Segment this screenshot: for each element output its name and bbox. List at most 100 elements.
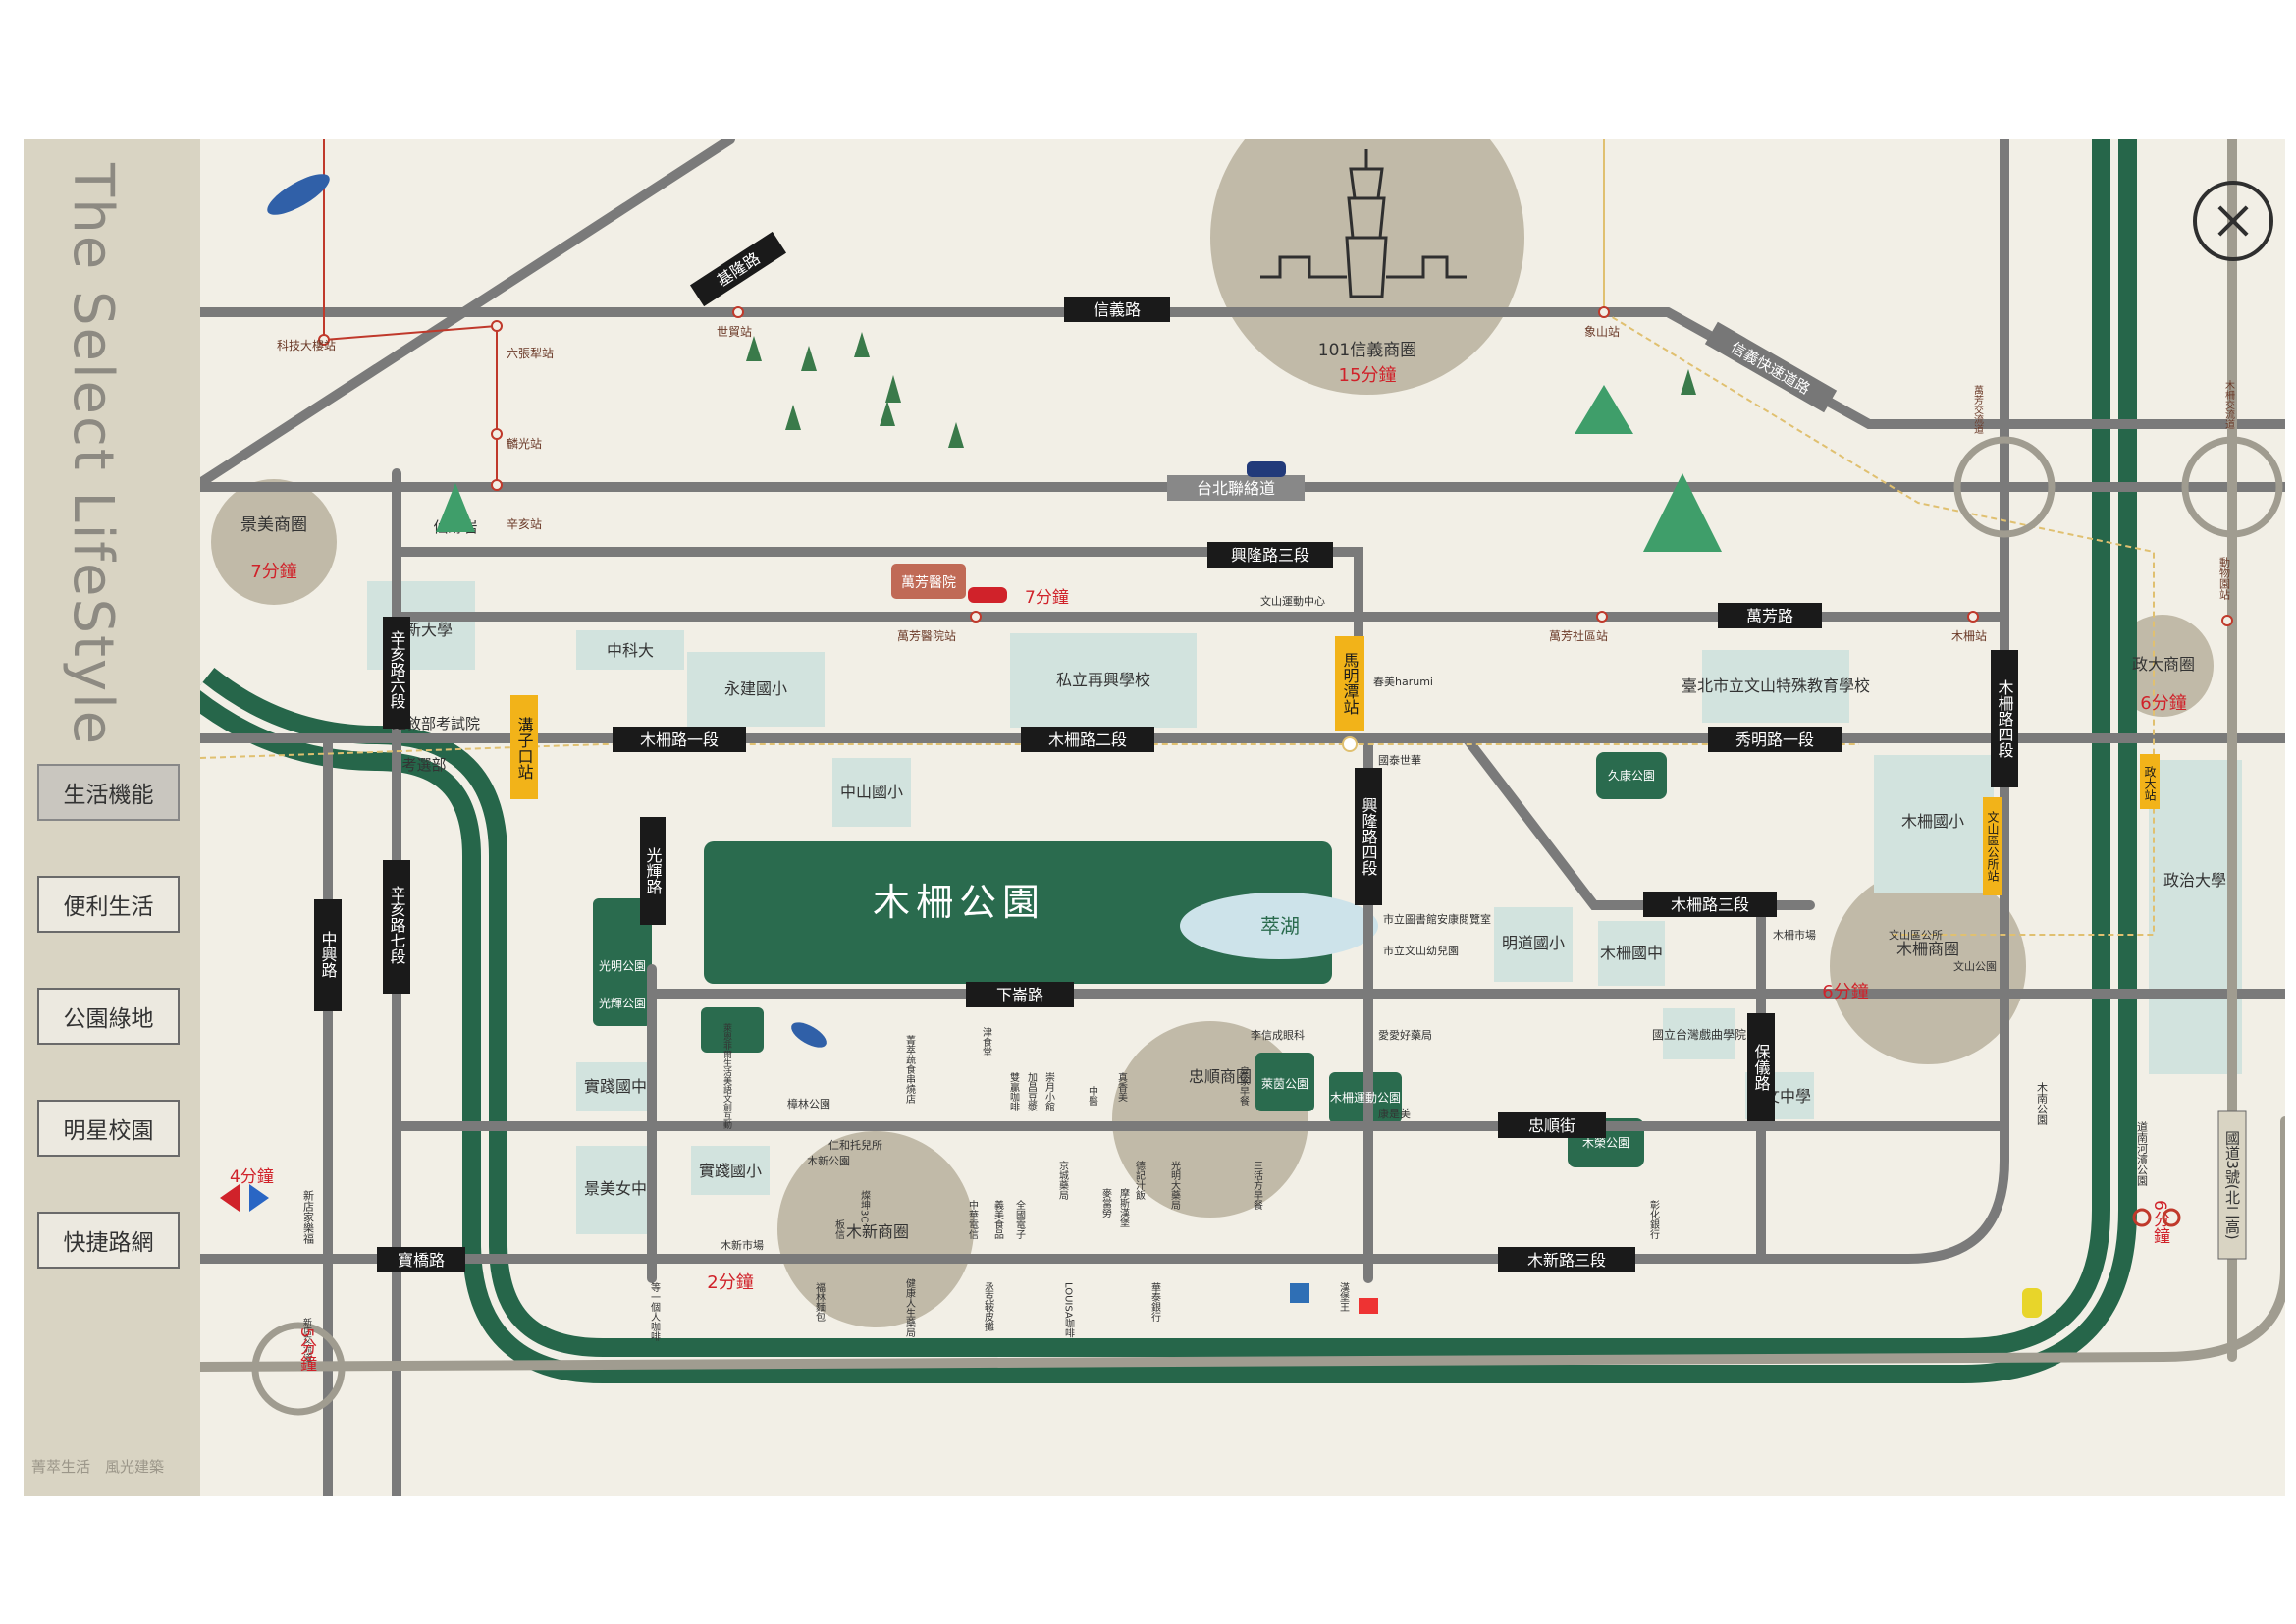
aiyi-label: 愛愛好藥局 [1378, 1028, 1432, 1042]
station-dot [1598, 306, 1610, 318]
shop-label: 真香美 [1116, 1071, 1128, 1103]
bike-time: 6分鐘 [2150, 1200, 2170, 1244]
red-car-icon [968, 587, 1007, 603]
brown-line-muzha [199, 743, 1859, 759]
wanfang-ic-label: 萬芳交流道 [1972, 384, 1984, 434]
menu-item-parks[interactable]: 公園綠地 [37, 988, 180, 1045]
muzha-park-label: 木柵公園 [873, 881, 1045, 924]
shop-label: 彰化銀行 [1648, 1199, 1660, 1240]
xiuming-label: 秀明路一段 [1735, 731, 1814, 749]
menu-item-daily-function[interactable]: 生活機能 [37, 764, 180, 821]
zhengda-time: 6分鐘 [2140, 693, 2186, 714]
family-mart-icon [1290, 1283, 1309, 1303]
muxin-road-line [195, 139, 2009, 1264]
guanghui-park-label: 光輝公園 [599, 997, 646, 1010]
muzha-park-block [704, 841, 1332, 984]
muxin-time: 2分鐘 [707, 1272, 753, 1293]
muzha3-label: 木柵路三段 [1671, 895, 1749, 914]
mountains [436, 385, 1722, 552]
tree-icon [885, 375, 901, 403]
carrefour-time: 4分鐘 [230, 1167, 274, 1187]
menu-item-convenience[interactable]: 便利生活 [37, 876, 180, 933]
menu-item-schools[interactable]: 明星校園 [37, 1100, 180, 1157]
muzha-jh-label: 木柵國中 [1600, 944, 1663, 962]
shop-label: 板信 [833, 1218, 845, 1240]
wenshan-stn-label: 文山區公所站 [1986, 810, 2000, 882]
baoyi-label-bg [1747, 1013, 1775, 1121]
station-dot [2221, 615, 2233, 626]
road-labels: 信義路 台北聯絡道 興隆路三段 萬芳路 木柵路一段 木柵路二段 秀明路一段 木柵… [314, 297, 2247, 1272]
xinhai7-label: 辛亥路七段 [388, 886, 406, 964]
map-area: 101信義商圈 15分鐘 景美商圈 7分鐘 政大商圈 6分鐘 木柵商圈 6分鐘 … [186, 139, 2285, 1496]
guodao-label-bg [2217, 1110, 2247, 1260]
circles [211, 139, 2214, 1327]
muzha-sport-label: 木柵運動公園 [1330, 1091, 1401, 1105]
shop-label: 中醫 [1087, 1085, 1098, 1107]
zaixing-block [1010, 633, 1197, 728]
tree-icon [785, 405, 801, 430]
zhongke-block [576, 630, 684, 670]
carrefour-label: 新店家樂福 [302, 1189, 315, 1245]
muzha-elem-block [1874, 755, 1994, 893]
xinhai6-label-bg [383, 617, 410, 729]
xindian-ic-label: 新店交流道 [301, 1317, 312, 1363]
shop-label: 健康人生藥局 [904, 1278, 916, 1338]
zhongxing-label-bg [314, 899, 342, 1011]
muxin3-label-bg [1498, 1247, 1635, 1272]
station-dot [491, 479, 503, 491]
zhengda-stn-bg [2140, 754, 2160, 809]
character-icon [2022, 1288, 2042, 1318]
library-label: 市立圖書館安康閱覽室 [1383, 912, 1491, 926]
mrt-line-2 [323, 325, 498, 341]
yongjian-block [687, 652, 825, 727]
wanfang-label-bg [1718, 603, 1822, 628]
shop-label: 中華電信 [967, 1199, 979, 1240]
keelung-label-bg [689, 231, 787, 307]
mrt-yellow-labels: 溝子口站 馬明潭站 政大站 文山區公所站 [510, 636, 2160, 895]
zhengzhi-block [2149, 760, 2242, 1074]
shop-label: 萊恩菲爾生活美語文創互動 [721, 1023, 732, 1130]
kindergarten-label: 市立文山幼兒園 [1383, 944, 1459, 957]
station-dot [491, 320, 503, 332]
zhongshan-block [832, 758, 911, 827]
station-dot [318, 334, 330, 346]
trees [746, 332, 1696, 448]
bike-icon [2132, 1208, 2181, 1227]
muzha-ic-circle [2181, 436, 2283, 538]
shop-label: 津食堂 [981, 1027, 992, 1056]
jingmei-circle [211, 479, 337, 605]
baoqiao-label-bg [377, 1247, 465, 1272]
zoo-label: 動物園站 [2218, 556, 2231, 601]
station-liuzhangli: 六張犁站 [507, 347, 554, 360]
station-world-trade: 世貿站 [717, 325, 752, 339]
wanfang-hosp-time: 7分鐘 [1025, 588, 1069, 608]
wanfang-hosp-bg [891, 564, 966, 599]
wanfang-hosp-label: 萬芳醫院 [901, 574, 956, 591]
lixin-label: 李信成眼科 [1251, 1028, 1305, 1042]
close-button[interactable] [2193, 181, 2273, 261]
muxin-market-label: 木新市場 [721, 1238, 764, 1252]
muxin3-label: 木新路三段 [1527, 1251, 1606, 1270]
taipei-101-icon [1260, 149, 1467, 298]
sport-center-label: 文山運動中心 [1260, 594, 1325, 608]
shijian-hs-label: 實踐國中 [584, 1077, 647, 1096]
jingmei-gs-block [576, 1146, 655, 1234]
menu-item-roads[interactable]: 快捷路網 [37, 1212, 180, 1269]
shop-label: 全國電子 [1014, 1199, 1026, 1239]
zhongshun-label: 忠順街 [1528, 1116, 1575, 1135]
mrt-brown-lines [323, 139, 498, 485]
muzha1-label-bg [613, 727, 746, 752]
station-dot [1967, 611, 1979, 623]
shop-labels: 菁萃蔬食串燒店 津食堂 雙贏咖啡 加昌豆漿 崇月小館 真香美 中醫 皇家早餐 京… [649, 1023, 1660, 1341]
station-tech-bldg: 科技大樓站 [277, 338, 336, 352]
bird-icons [267, 174, 827, 1048]
munan-label: 木南公園 [2036, 1082, 2049, 1126]
carrefour-logo [220, 1184, 269, 1212]
shop-label: 三活方早餐 [1252, 1161, 1263, 1211]
gougou-label-bg [510, 695, 538, 799]
tree-icon [801, 346, 817, 371]
guotai-label: 國泰世華 [1378, 753, 1421, 767]
kangshimei-label: 康是美 [1378, 1107, 1411, 1120]
zhengda-stn-label: 政大站 [2143, 766, 2157, 801]
mingdao-block [1494, 907, 1573, 982]
